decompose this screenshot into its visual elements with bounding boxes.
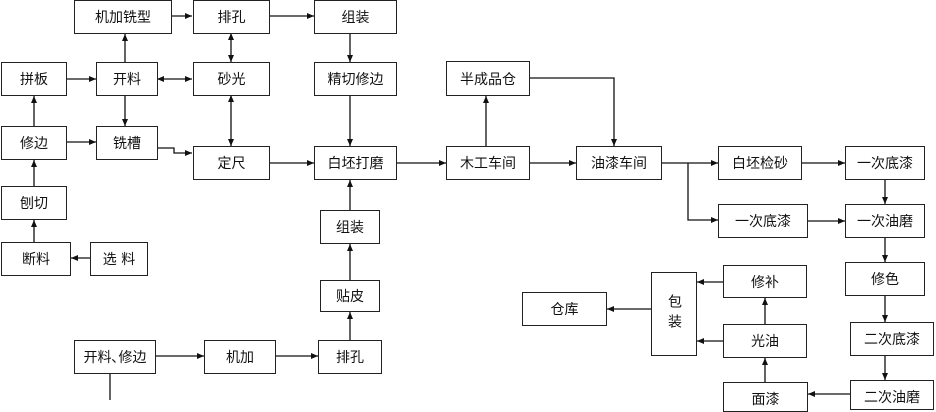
node-xiubian: 修边 — [1, 126, 67, 160]
node-baoqie: 刨切 — [1, 186, 67, 220]
node-baozhuang: 包装 — [651, 272, 697, 356]
arrow-youqi-to-yici-diqi-m — [687, 163, 718, 223]
node-zuzhuang: 组装 — [314, 0, 397, 34]
node-mugong-chejian: 木工车间 — [446, 146, 530, 180]
node-jijia: 机加 — [204, 340, 276, 374]
node-xicao: 铣槽 — [96, 126, 158, 160]
node-kailiao-xiubian: 开料､修边 — [74, 340, 156, 374]
node-yici-youmo: 一次油磨 — [845, 204, 925, 238]
node-paikong: 排孔 — [193, 0, 270, 34]
node-xuanliao: 选 料 — [90, 242, 148, 276]
node-jingqie-xiubian: 精切修边 — [314, 62, 397, 96]
node-duanliao: 断料 — [1, 242, 71, 276]
node-xiuse: 修色 — [845, 262, 925, 296]
arrow-banchengpin-to-youqi — [530, 77, 617, 146]
node-erci-diqi: 二次底漆 — [850, 322, 934, 356]
node-shaguang: 砂光 — [193, 62, 270, 96]
node-yici-diqi-middle: 一次底漆 — [718, 204, 808, 238]
node-pinban: 拼板 — [1, 62, 67, 96]
node-erci-youmo: 二次油磨 — [850, 380, 934, 410]
node-zuzhuang-2: 组装 — [320, 210, 380, 244]
node-jijia-xixing: 机加铣型 — [74, 0, 172, 34]
node-yici-diqi-right: 一次底漆 — [845, 146, 925, 180]
node-mianqi: 面漆 — [723, 382, 808, 412]
node-dingchi: 定尺 — [193, 146, 270, 180]
node-youqi-chejian: 油漆车间 — [576, 146, 662, 180]
node-paikong-2: 排孔 — [318, 340, 382, 374]
node-tiepi: 贴皮 — [320, 280, 380, 312]
connector-layer — [31, 13, 888, 400]
node-xiubu: 修补 — [723, 265, 807, 298]
node-baipi-damo: 白坯打磨 — [314, 146, 397, 180]
node-kailiao: 开料 — [96, 62, 158, 96]
arrow-xicao-to-dingchi — [158, 147, 192, 156]
node-baipi-jiansha: 白坯检砂 — [718, 146, 802, 180]
node-guangyou: 光油 — [723, 324, 807, 358]
node-banchengpin-cang: 半成品仓 — [446, 61, 530, 96]
node-cangku: 仓库 — [522, 292, 607, 326]
